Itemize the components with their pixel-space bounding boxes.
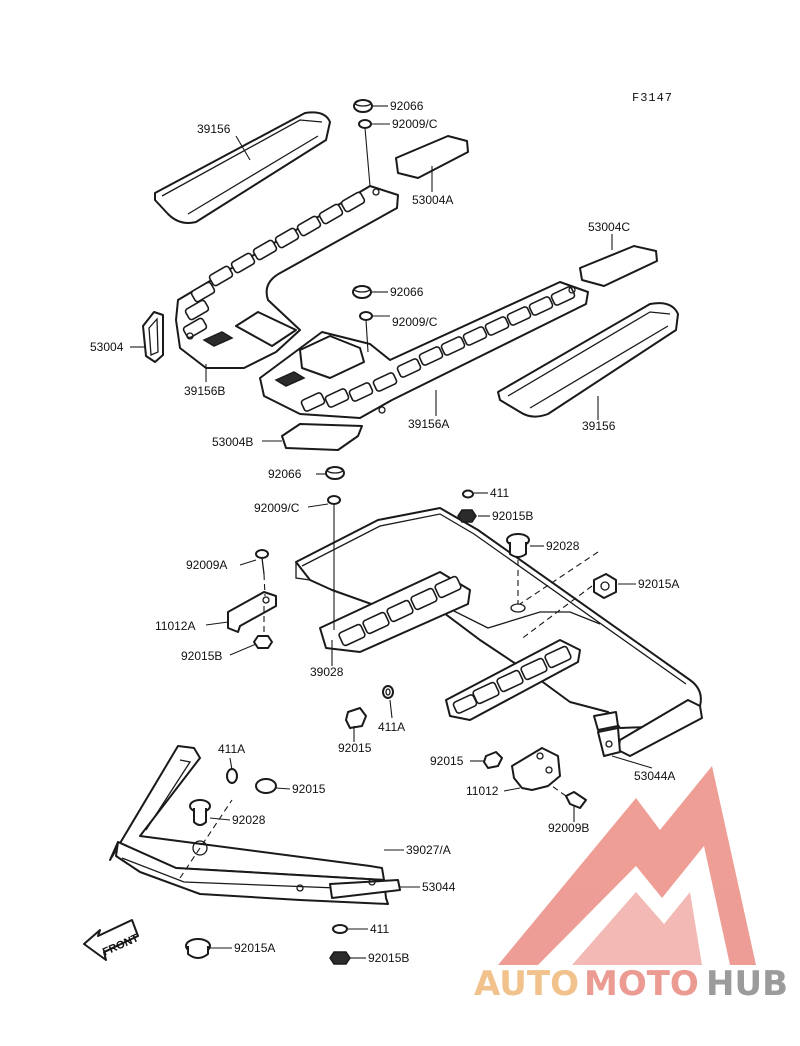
- label-92015A-upper: 92015A: [638, 577, 679, 591]
- dash-rail: [179, 799, 233, 879]
- label-92028-upper: 92028: [546, 539, 580, 553]
- label-92009C-mid: 92009/C: [392, 315, 438, 329]
- cap-92015A-lower: [185, 938, 211, 959]
- part-labels: 39156 92066 92009/C 53004A 53004C 92066 …: [90, 99, 679, 965]
- pad-39156-left: [154, 111, 331, 224]
- bracket-11012A: [227, 591, 277, 633]
- label-92066-top: 92066: [390, 99, 424, 113]
- dash-frame: [519, 551, 599, 605]
- pad-39028: [319, 571, 471, 653]
- label-92015-mid: 92015: [338, 741, 372, 755]
- nut-92015-right: [483, 751, 503, 769]
- nut-92015B-upper: [457, 509, 477, 523]
- label-39027A: 39027/A: [406, 843, 451, 857]
- plate-53004A: [395, 135, 469, 179]
- label-53044A: 53044A: [634, 769, 675, 783]
- washer-411A-mid: [382, 685, 394, 699]
- label-39156-right: 39156: [582, 419, 616, 433]
- nut-92015A-upper: [593, 573, 617, 599]
- leader-lines: [130, 105, 653, 959]
- label-39156-top: 39156: [197, 122, 231, 136]
- label-39156B: 39156B: [184, 384, 225, 398]
- nut-92015-lower: [255, 778, 277, 794]
- label-92015B-bracket: 92015B: [181, 649, 222, 663]
- label-39156A: 39156A: [408, 417, 449, 431]
- cap-92066-top: [353, 99, 373, 113]
- frame-bracket: [593, 711, 621, 757]
- bolt-92009C-lower: [327, 495, 341, 630]
- label-53044: 53044: [422, 880, 456, 894]
- washer-411-lower: [332, 924, 348, 934]
- label-53004A: 53004A: [412, 193, 453, 207]
- grommet-92028-lower: [189, 799, 211, 826]
- washer-411-upper: [462, 489, 474, 499]
- label-92028-lower: 92028: [232, 813, 266, 827]
- cap-92066-mid: [352, 285, 372, 299]
- pad-39156-right: [497, 302, 679, 418]
- front-direction-arrow: FRONT: [83, 919, 141, 961]
- label-411-lower: 411: [370, 922, 389, 936]
- label-92066-mid: 92066: [390, 285, 424, 299]
- pads-39156B: [182, 191, 366, 339]
- label-92015-right: 92015: [430, 754, 464, 768]
- label-92066-lower: 92066: [268, 467, 302, 481]
- plate-53004C: [579, 245, 658, 287]
- pads-39156A: [300, 286, 576, 412]
- pad-lower-carrier: [445, 639, 581, 721]
- bolt-92009A: [255, 549, 269, 597]
- watermark-inner-triangle-icon: [572, 892, 702, 965]
- washer-411A-lower: [226, 768, 238, 784]
- label-39028: 39028: [310, 665, 344, 679]
- label-92015A-lower: 92015A: [234, 941, 275, 955]
- cap-92066-lower: [325, 466, 345, 480]
- label-92015B-lower: 92015B: [368, 951, 409, 965]
- watermark-text-moto: MOTO: [584, 964, 699, 1004]
- label-53004C: 53004C: [588, 220, 630, 234]
- bolt-92009B: [551, 785, 587, 809]
- label-92009A: 92009A: [186, 558, 227, 572]
- floorboard-39156A: [259, 281, 589, 419]
- label-411-upper: 411: [490, 486, 509, 500]
- label-11012A: 11012A: [155, 619, 195, 633]
- label-92015B-upper: 92015B: [492, 509, 533, 523]
- pads-lower-carrier: [452, 645, 572, 714]
- bolt-92009C-top: [358, 119, 372, 187]
- grommet-92028-upper: [506, 533, 530, 613]
- plate-53004: [142, 311, 164, 363]
- plate-53004B: [281, 423, 363, 451]
- figure-code: F3147: [632, 91, 673, 105]
- floorboard-39156B: [175, 185, 399, 369]
- label-411A-lower: 411A: [218, 742, 245, 756]
- label-92009C-top: 92009/C: [392, 117, 438, 131]
- watermark-triangle-icon: [498, 766, 756, 965]
- dash-92015A: [519, 585, 593, 641]
- rail-hole-3: [368, 878, 376, 886]
- rail-hole-2: [296, 884, 304, 892]
- nut-92015B-bracket: [253, 606, 273, 649]
- label-411A-mid: 411A: [378, 720, 405, 734]
- label-92015-lower: 92015: [292, 782, 326, 796]
- label-53004: 53004: [90, 340, 124, 354]
- watermark-text-hub: HUB: [706, 964, 788, 1004]
- nut-92015-mid: [345, 707, 367, 729]
- bracket-11012: [511, 747, 561, 791]
- nut-92015B-lower: [329, 951, 351, 965]
- watermark-logo: AUTO MOTO HUB: [474, 766, 788, 1004]
- label-11012: 11012: [466, 784, 499, 798]
- pads-39028: [338, 575, 462, 647]
- rail-hole: [192, 840, 208, 856]
- watermark-text-auto: AUTO: [474, 964, 579, 1004]
- label-53004B: 53004B: [212, 435, 253, 449]
- label-92009C-lower: 92009/C: [254, 501, 300, 515]
- label-92009B: 92009B: [548, 821, 589, 835]
